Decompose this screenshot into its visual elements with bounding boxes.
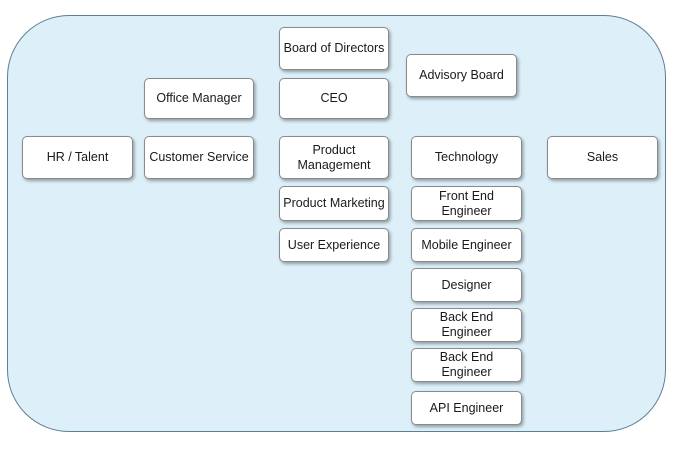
node-ceo: CEO [279,78,389,119]
node-office-manager: Office Manager [144,78,254,119]
node-back-end-engineer-2: Back End Engineer [411,348,522,382]
node-label: Back End Engineer [439,310,494,339]
node-label: Office Manager [156,91,242,105]
node-label: Front End Engineer [439,188,494,218]
node-designer: Designer [411,268,522,302]
node-sales: Sales [547,136,658,179]
node-label: Advisory Board [419,68,504,82]
node-label: Back End Engineer [439,350,494,379]
node-label: Product Management [297,142,371,172]
node-label: Mobile Engineer [421,237,512,252]
node-hr-talent: HR / Talent [22,136,133,179]
node-front-end-engineer: Front End Engineer [411,186,522,221]
node-customer-service: Customer Service [144,136,254,179]
node-label: Technology [434,150,499,164]
node-board-of-directors: Board of Directors [279,27,389,70]
node-product-marketing: Product Marketing [279,186,389,221]
node-label: Sales [586,150,619,164]
node-mobile-engineer: Mobile Engineer [411,228,522,262]
node-product-management: Product Management [279,136,389,179]
node-label: Product Marketing [283,196,385,210]
node-label: Customer Service [149,150,249,164]
node-label: API Engineer [429,400,504,415]
node-label: HR / Talent [46,150,109,164]
node-label: Designer [441,277,492,292]
node-technology: Technology [411,136,522,179]
node-label: Board of Directors [283,41,385,55]
node-back-end-engineer-1: Back End Engineer [411,308,522,342]
node-label: CEO [320,91,348,105]
node-api-engineer: API Engineer [411,391,522,425]
node-advisory-board: Advisory Board [406,54,517,97]
node-label: User Experience [287,237,381,252]
node-user-experience: User Experience [279,228,389,262]
